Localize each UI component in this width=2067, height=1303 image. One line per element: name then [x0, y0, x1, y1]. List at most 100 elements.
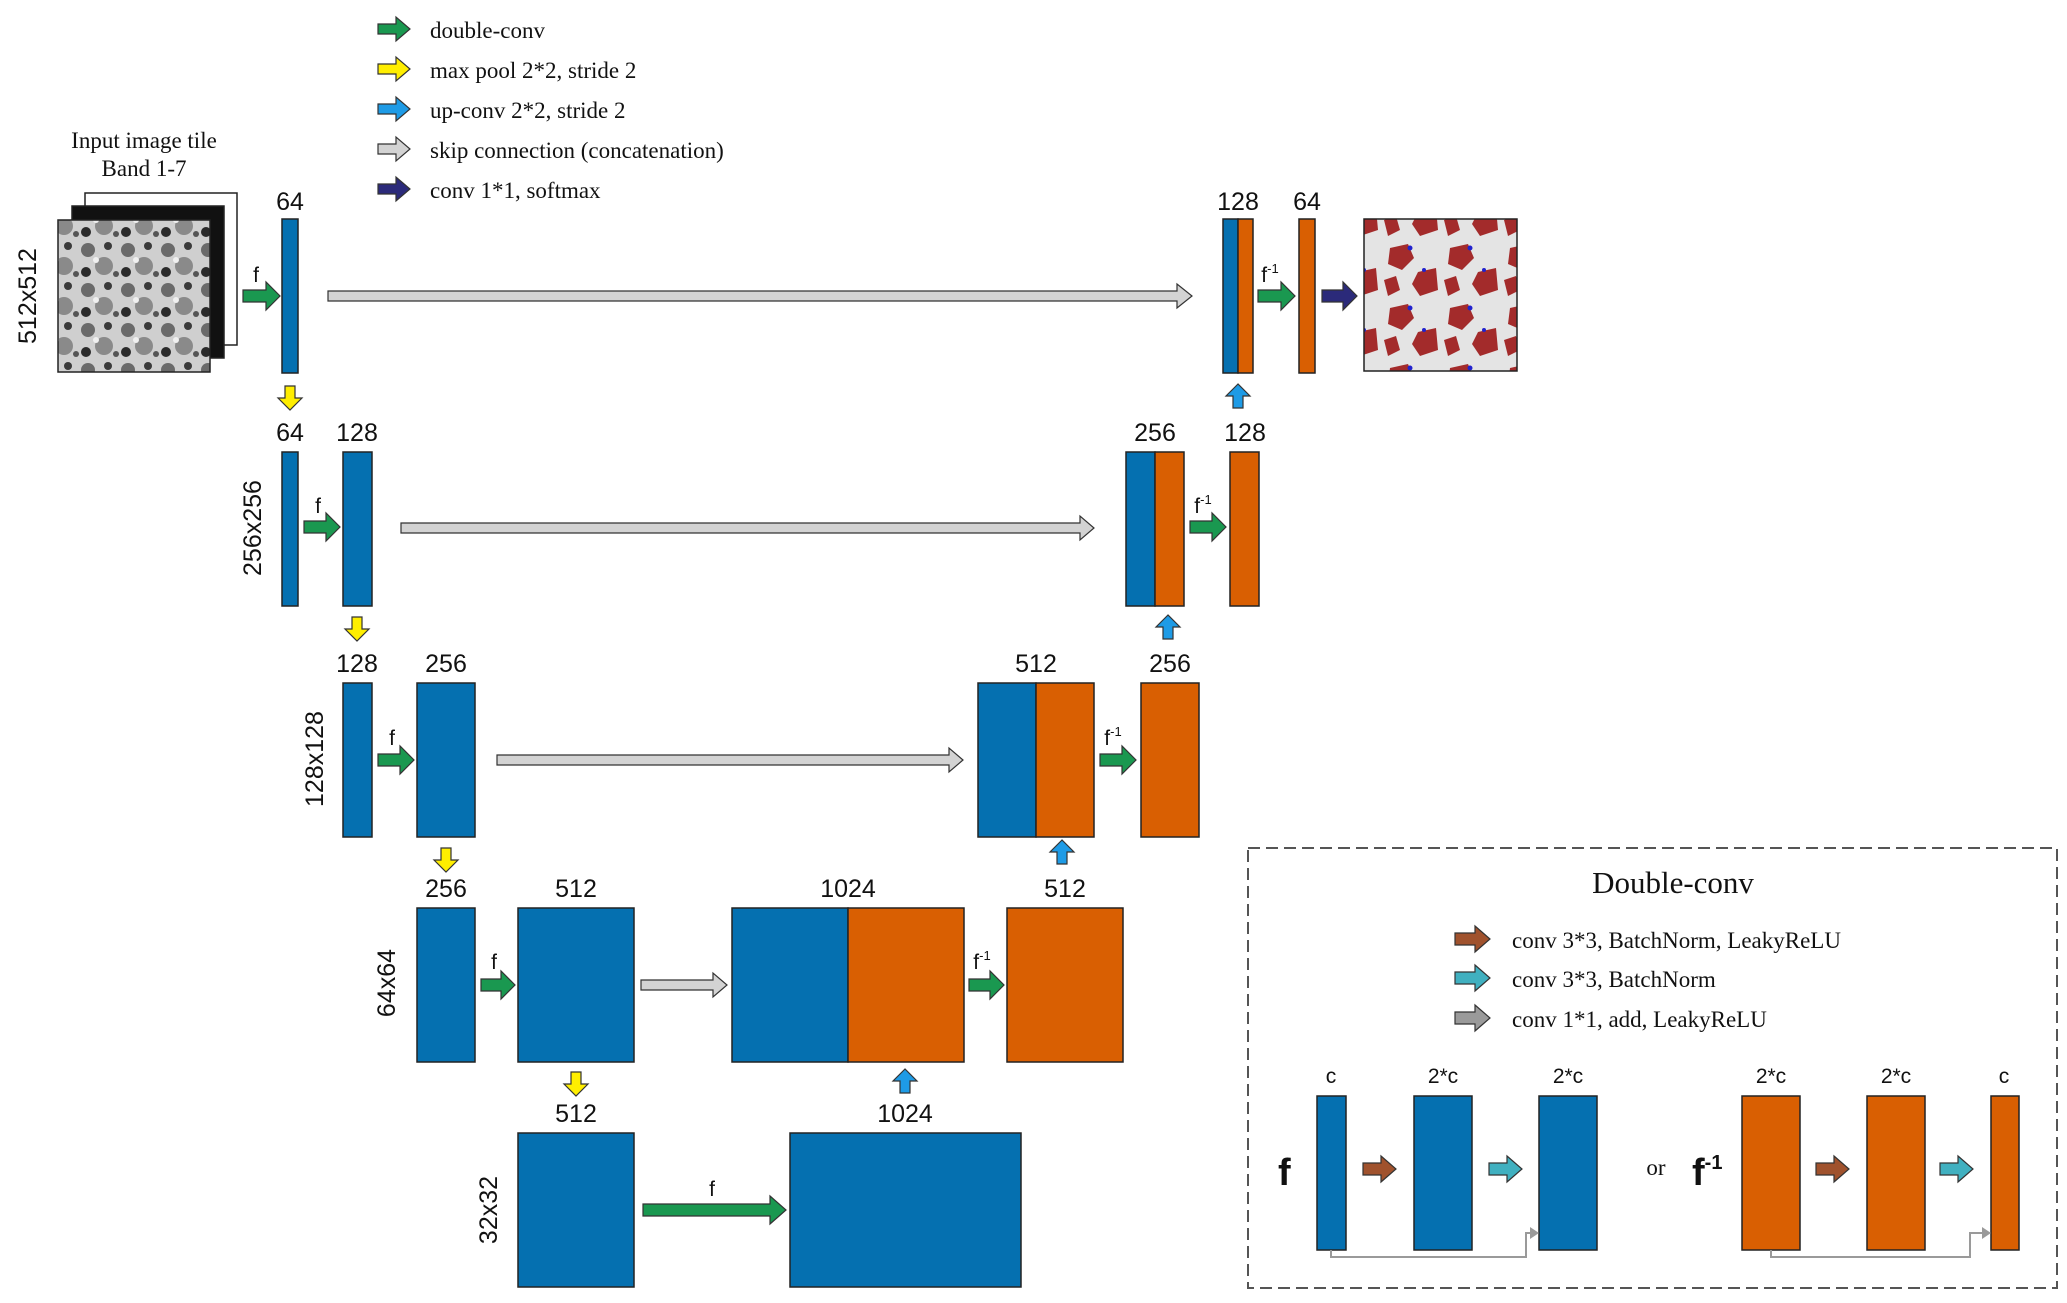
inset-legend-conv1-add: conv 1*1, add, LeakyReLU [1512, 1007, 1767, 1032]
output-segmentation-map [1363, 218, 1518, 372]
inset-legend-conv-bn-relu: conv 3*3, BatchNorm, LeakyReLU [1512, 928, 1841, 953]
teal-arrow-icon [1939, 1154, 1974, 1184]
double-conv-inset: Double-conv conv 3*3, BatchNorm, LeakyRe… [1247, 847, 2058, 1289]
gray-arrow-icon [496, 746, 964, 774]
inset-right-label-2: 2*c [1881, 1065, 1911, 1088]
inset-right-label-3: c [1999, 1065, 2010, 1088]
resolution-256: 256x256 [239, 480, 267, 576]
inset-finv-block-3 [1990, 1095, 2020, 1251]
concat-decoder-part-l4 [847, 907, 965, 1063]
inset-symbol-f-inverse: f-1 [1692, 1152, 1722, 1194]
inset-finv-block-2 [1866, 1095, 1926, 1251]
concat-encoder-part-l1 [1222, 218, 1239, 374]
op-label-f-inverse: f-1 [1261, 261, 1278, 287]
channel-label-l3-enc: 256 [425, 650, 467, 678]
inset-finv-block-1 [1741, 1095, 1801, 1251]
green-arrow-icon [303, 511, 341, 543]
brown-arrow-icon [1815, 1154, 1850, 1184]
channel-label-l4-dec: 512 [1044, 875, 1086, 903]
legend-label-softmax: conv 1*1, softmax [430, 178, 601, 203]
yellow-arrow-icon [343, 616, 371, 642]
decoder-block-l3 [1140, 682, 1200, 838]
concat-decoder-part-l1 [1237, 218, 1254, 374]
yellow-arrow-icon [377, 55, 411, 83]
green-arrow-icon [480, 969, 516, 1001]
op-label-f: f [389, 727, 395, 750]
yellow-arrow-icon [562, 1071, 590, 1097]
navy-arrow-icon [377, 175, 411, 203]
legend-label-up-conv: up-conv 2*2, stride 2 [430, 98, 625, 123]
encoder-input-l2 [281, 451, 299, 607]
navy-arrow-icon [1321, 280, 1358, 312]
channel-label-l2-in: 64 [276, 419, 304, 447]
encoder-block-l4 [517, 907, 635, 1063]
residual-connection-right [1770, 1227, 1991, 1258]
green-arrow-icon [242, 280, 281, 312]
channel-label-l3-in: 128 [336, 650, 378, 678]
inset-left-label-2: 2*c [1428, 1065, 1458, 1088]
inset-symbol-f: f [1278, 1152, 1291, 1194]
concat-encoder-part-l4 [731, 907, 849, 1063]
bottleneck-input-block [517, 1132, 635, 1288]
op-label-f: f [315, 495, 321, 518]
green-arrow-icon [377, 15, 411, 43]
teal-arrow-icon [1488, 1154, 1523, 1184]
decoder-block-l2 [1229, 451, 1260, 607]
channel-label-l2-dec: 128 [1224, 419, 1266, 447]
residual-connection-left [1330, 1227, 1539, 1258]
decoder-block-l1 [1298, 218, 1316, 374]
input-caption-line2: Band 1-7 [102, 156, 187, 181]
channel-label-l2-concat: 256 [1134, 419, 1176, 447]
resolution-128: 128x128 [301, 711, 329, 807]
green-arrow-icon [1189, 511, 1227, 543]
gray-arrow-icon [327, 282, 1193, 310]
inset-right-label-1: 2*c [1756, 1065, 1786, 1088]
inset-or-text: or [1646, 1155, 1666, 1180]
inset-f-block-1 [1316, 1095, 1347, 1251]
legend-label-skip-connection: skip connection (concatenation) [430, 138, 724, 163]
gray-arrow-icon [640, 971, 728, 999]
inset-title: Double-conv [1592, 865, 1754, 900]
legend-label-max-pool: max pool 2*2, stride 2 [430, 58, 636, 83]
encoder-input-l4 [416, 907, 476, 1063]
op-label-f: f [253, 264, 259, 287]
op-label-f-inverse: f-1 [1194, 492, 1211, 518]
yellow-arrow-icon [276, 385, 304, 411]
gray-arrow-icon [377, 135, 411, 163]
brown-arrow-icon [1362, 1154, 1397, 1184]
encoder-block-l3 [416, 682, 476, 838]
concat-encoder-part-l2 [1125, 451, 1156, 607]
concat-decoder-part-l3 [1035, 682, 1095, 838]
legend: double-conv max pool 2*2, stride 2 up-co… [377, 15, 724, 203]
teal-arrow-icon [1454, 963, 1491, 993]
legend-label-double-conv: double-conv [430, 18, 545, 43]
op-label-f-inverse: f-1 [973, 948, 990, 974]
inset-legend-conv-bn: conv 3*3, BatchNorm [1512, 967, 1716, 992]
decoder-block-l4 [1006, 907, 1124, 1063]
blue-arrow-icon [1224, 383, 1252, 409]
encoder-block-l2 [342, 451, 373, 607]
channel-label-l3-concat: 512 [1015, 650, 1057, 678]
channel-label-l4-enc: 512 [555, 875, 597, 903]
op-label-f-inverse: f-1 [1104, 724, 1121, 750]
inset-f-block-2 [1413, 1095, 1473, 1251]
encoder-block-l1 [281, 218, 299, 374]
op-label-f: f [491, 951, 497, 974]
brown-arrow-icon [1454, 924, 1491, 954]
channel-label-l1-dec: 64 [1293, 188, 1321, 216]
green-arrow-icon [377, 744, 415, 776]
blue-arrow-icon [1048, 839, 1076, 865]
resolution-512: 512x512 [14, 248, 42, 344]
concat-encoder-part-l3 [977, 682, 1037, 838]
channel-label-l4-concat: 1024 [820, 875, 876, 903]
resolution-32: 32x32 [475, 1176, 503, 1244]
blue-arrow-icon [377, 95, 411, 123]
channel-label-l1-concat: 128 [1217, 188, 1259, 216]
input-image-stack [57, 192, 238, 373]
yellow-arrow-icon [432, 847, 460, 873]
inset-left-label-3: 2*c [1553, 1065, 1583, 1088]
channel-label-l5-in: 512 [555, 1100, 597, 1128]
channel-label-l4-in: 256 [425, 875, 467, 903]
green-arrow-icon [968, 969, 1005, 1001]
